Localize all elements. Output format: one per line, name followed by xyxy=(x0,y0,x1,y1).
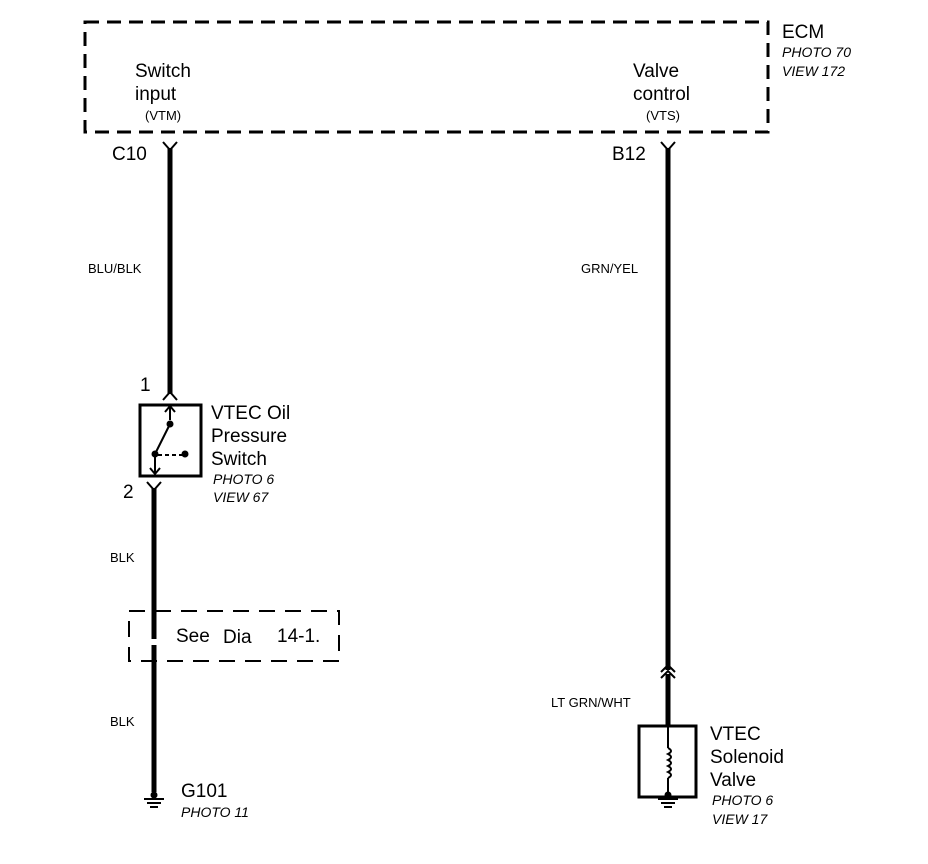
ecm-view: VIEW 172 xyxy=(782,63,845,79)
solenoid-line2: Solenoid xyxy=(710,747,784,768)
inline-connector-top xyxy=(660,663,676,673)
switch-input-line2: input xyxy=(135,84,177,105)
wire-label-grn-yel: GRN/YEL xyxy=(581,261,638,276)
ecm-name: ECM xyxy=(782,22,824,43)
solenoid-ground-icon xyxy=(658,791,678,808)
wire-label-lt-grn-wht: LT GRN/WHT xyxy=(551,695,631,710)
inline-connector-bottom xyxy=(660,669,676,679)
see-dia-ref: 14-1. xyxy=(277,626,320,647)
ecm-box xyxy=(83,20,770,134)
solenoid-line1: VTEC xyxy=(710,724,761,745)
valve-control-line1: Valve xyxy=(633,61,679,82)
oil-switch-line1: VTEC Oil xyxy=(211,403,290,424)
switch-input-code: (VTM) xyxy=(145,108,181,123)
oil-switch-line3: Switch xyxy=(211,449,267,470)
oil-switch-connector-top xyxy=(162,390,178,401)
oil-switch-pin2: 2 xyxy=(123,482,134,503)
switch-symbol-icon xyxy=(149,404,189,476)
ground-name: G101 xyxy=(181,781,227,802)
oil-switch-pin1: 1 xyxy=(140,375,151,396)
oil-switch-line2: Pressure xyxy=(211,426,287,447)
oil-switch-photo: PHOTO 6 xyxy=(213,471,274,487)
oil-switch-view: VIEW 67 xyxy=(213,489,269,505)
pin-b12: B12 xyxy=(612,144,646,165)
wire-label-blu-blk: BLU/BLK xyxy=(88,261,142,276)
wire-label-blk-lower: BLK xyxy=(110,714,135,729)
solenoid-view: VIEW 17 xyxy=(712,811,768,827)
ground-icon xyxy=(144,791,164,808)
solenoid-photo: PHOTO 6 xyxy=(712,792,773,808)
see-dia-box xyxy=(128,610,340,662)
switch-input-line1: Switch xyxy=(135,61,191,82)
see-dia-dia: Dia xyxy=(223,627,252,648)
solenoid-line3: Valve xyxy=(710,770,756,791)
pin-c10: C10 xyxy=(112,144,147,165)
ground-photo: PHOTO 11 xyxy=(181,804,249,820)
valve-control-code: (VTS) xyxy=(646,108,680,123)
ecm-photo: PHOTO 70 xyxy=(782,44,851,60)
valve-control-line2: control xyxy=(633,84,690,105)
wire-label-blk-upper: BLK xyxy=(110,550,135,565)
see-dia-see: See xyxy=(176,626,210,647)
